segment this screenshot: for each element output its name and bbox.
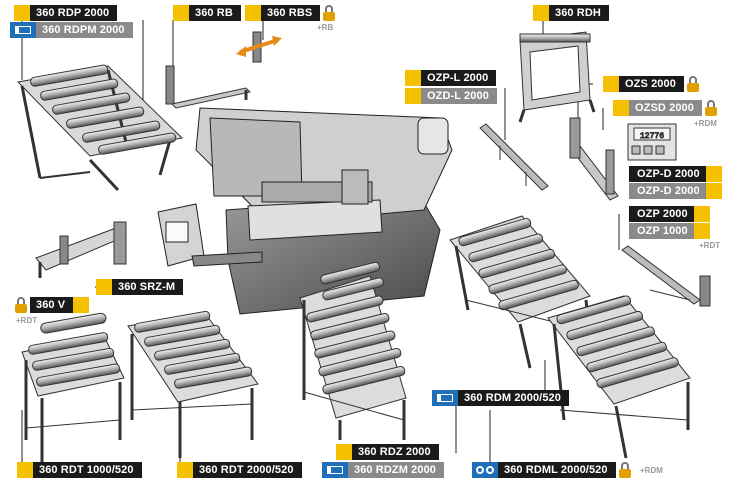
label-text: OZD-L 2000 (421, 88, 497, 104)
label-ozd-l-2000: OZD-L 2000 (405, 88, 497, 104)
ozsd-unit: 12776 (569, 117, 677, 201)
srzm-device (35, 221, 127, 278)
rdml-conveyor (547, 295, 691, 459)
display-readout: 12776 (640, 132, 664, 141)
marker-square (705, 183, 722, 199)
rbs-stand (236, 31, 282, 63)
label-text: OZSD 2000 (629, 100, 702, 116)
label-360-rb: 360 RB (173, 5, 241, 21)
marker-square (693, 223, 710, 239)
label-360-rdt-2000-520: 360 RDT 2000/520 (177, 462, 302, 478)
padlock-icon (322, 5, 336, 21)
label-text: 360 RDH (549, 5, 609, 21)
marker-square (705, 166, 722, 182)
label-text: OZP-L 2000 (421, 70, 497, 86)
label-ozp-d-2000: OZP-D 2000 (629, 166, 722, 182)
rdp-conveyor (16, 64, 184, 192)
v-bar (40, 312, 107, 334)
marker-square (336, 444, 352, 460)
marker-square (405, 70, 421, 86)
padlock-icon (686, 76, 700, 92)
marker-square (17, 462, 33, 478)
label-360-rdml-2000-520: 360 RDML 2000/520 (472, 462, 632, 478)
padlock-icon (704, 100, 718, 116)
label-text: 360 RB (189, 5, 241, 21)
rdh-unit (518, 31, 596, 123)
label-360-rdz-2000: 360 RDZ 2000 (336, 444, 439, 460)
label-360-v: 360 V (14, 297, 90, 313)
label-360-rbs: 360 RBS (245, 5, 336, 21)
label-360-rdt-1000-520: 360 RDT 1000/520 (17, 462, 142, 478)
rbs-sub-note: +RB (317, 23, 334, 32)
label-text: 360 RBS (261, 5, 321, 21)
padlock-icon (618, 462, 632, 478)
rdm-conveyor (449, 215, 592, 369)
feeder-icon (10, 22, 36, 38)
rdml-sub-note: +RDM (640, 466, 663, 475)
feeder-icon (322, 462, 348, 478)
v-sub-note: +RDT (16, 316, 38, 325)
label-360-rdpm-2000: 360 RDPM 2000 (10, 22, 133, 38)
label-ozs-2000: OZS 2000 (603, 76, 700, 92)
marker-square (177, 462, 193, 478)
marker-square (96, 279, 112, 295)
label-ozp-l-2000: OZP-L 2000 (405, 70, 497, 86)
label-360-rdzm-2000: 360 RDZM 2000 (322, 462, 445, 478)
rdt1000-conveyor (21, 332, 125, 462)
marker-square (693, 206, 710, 222)
ozp-sub-note: +RDT (699, 241, 721, 250)
label-text: 360 RDML 2000/520 (498, 462, 616, 478)
ozsd-sub-note: +RDM (694, 119, 717, 128)
label-text: OZP-D 2000 (629, 183, 706, 199)
label-360-rdh: 360 RDH (533, 5, 609, 21)
rdz-conveyor (299, 261, 407, 440)
marker-square (405, 88, 421, 104)
label-text: 360 SRZ-M (112, 279, 184, 295)
label-text: 360 RDP 2000 (30, 5, 118, 21)
label-360-rdm-2000-520: 360 RDM 2000/520 (432, 390, 569, 406)
label-360-rdp-2000: 360 RDP 2000 (14, 5, 118, 21)
label-text: OZP 1000 (629, 223, 694, 239)
marker-square (245, 5, 261, 21)
marker-square (613, 100, 629, 116)
label-text: 360 RDT 2000/520 (193, 462, 302, 478)
label-text: 360 RDM 2000/520 (458, 390, 569, 406)
label-ozsd-2000: OZSD 2000 (613, 100, 718, 116)
ozp-rail (621, 245, 711, 307)
label-text: 360 V (30, 297, 74, 313)
label-text: OZP-D 2000 (629, 166, 706, 182)
band-saw-machine (157, 107, 453, 315)
label-360-srz-m: 360 SRZ-M (96, 279, 184, 295)
marker-square (173, 5, 189, 21)
label-text: 360 RDZM 2000 (348, 462, 445, 478)
rdt2000-conveyor (127, 310, 259, 458)
label-ozp-1000: OZP 1000 (629, 223, 710, 239)
label-text: 360 RDPM 2000 (36, 22, 133, 38)
dual-roller-icon (472, 462, 498, 478)
label-text: 360 RDT 1000/520 (33, 462, 142, 478)
label-text: 360 RDZ 2000 (352, 444, 439, 460)
label-text: OZP 2000 (629, 206, 694, 222)
ozpl-rail (479, 123, 549, 191)
padlock-icon (14, 297, 28, 313)
marker-square (73, 297, 90, 313)
marker-square (603, 76, 619, 92)
label-text: OZS 2000 (619, 76, 684, 92)
rb-stand (165, 65, 252, 109)
feeder-icon (432, 390, 458, 406)
label-ozp-2000: OZP 2000 (629, 206, 710, 222)
marker-square (533, 5, 549, 21)
marker-square (14, 5, 30, 21)
label-ozp-d-2000-alt: OZP-D 2000 (629, 183, 722, 199)
